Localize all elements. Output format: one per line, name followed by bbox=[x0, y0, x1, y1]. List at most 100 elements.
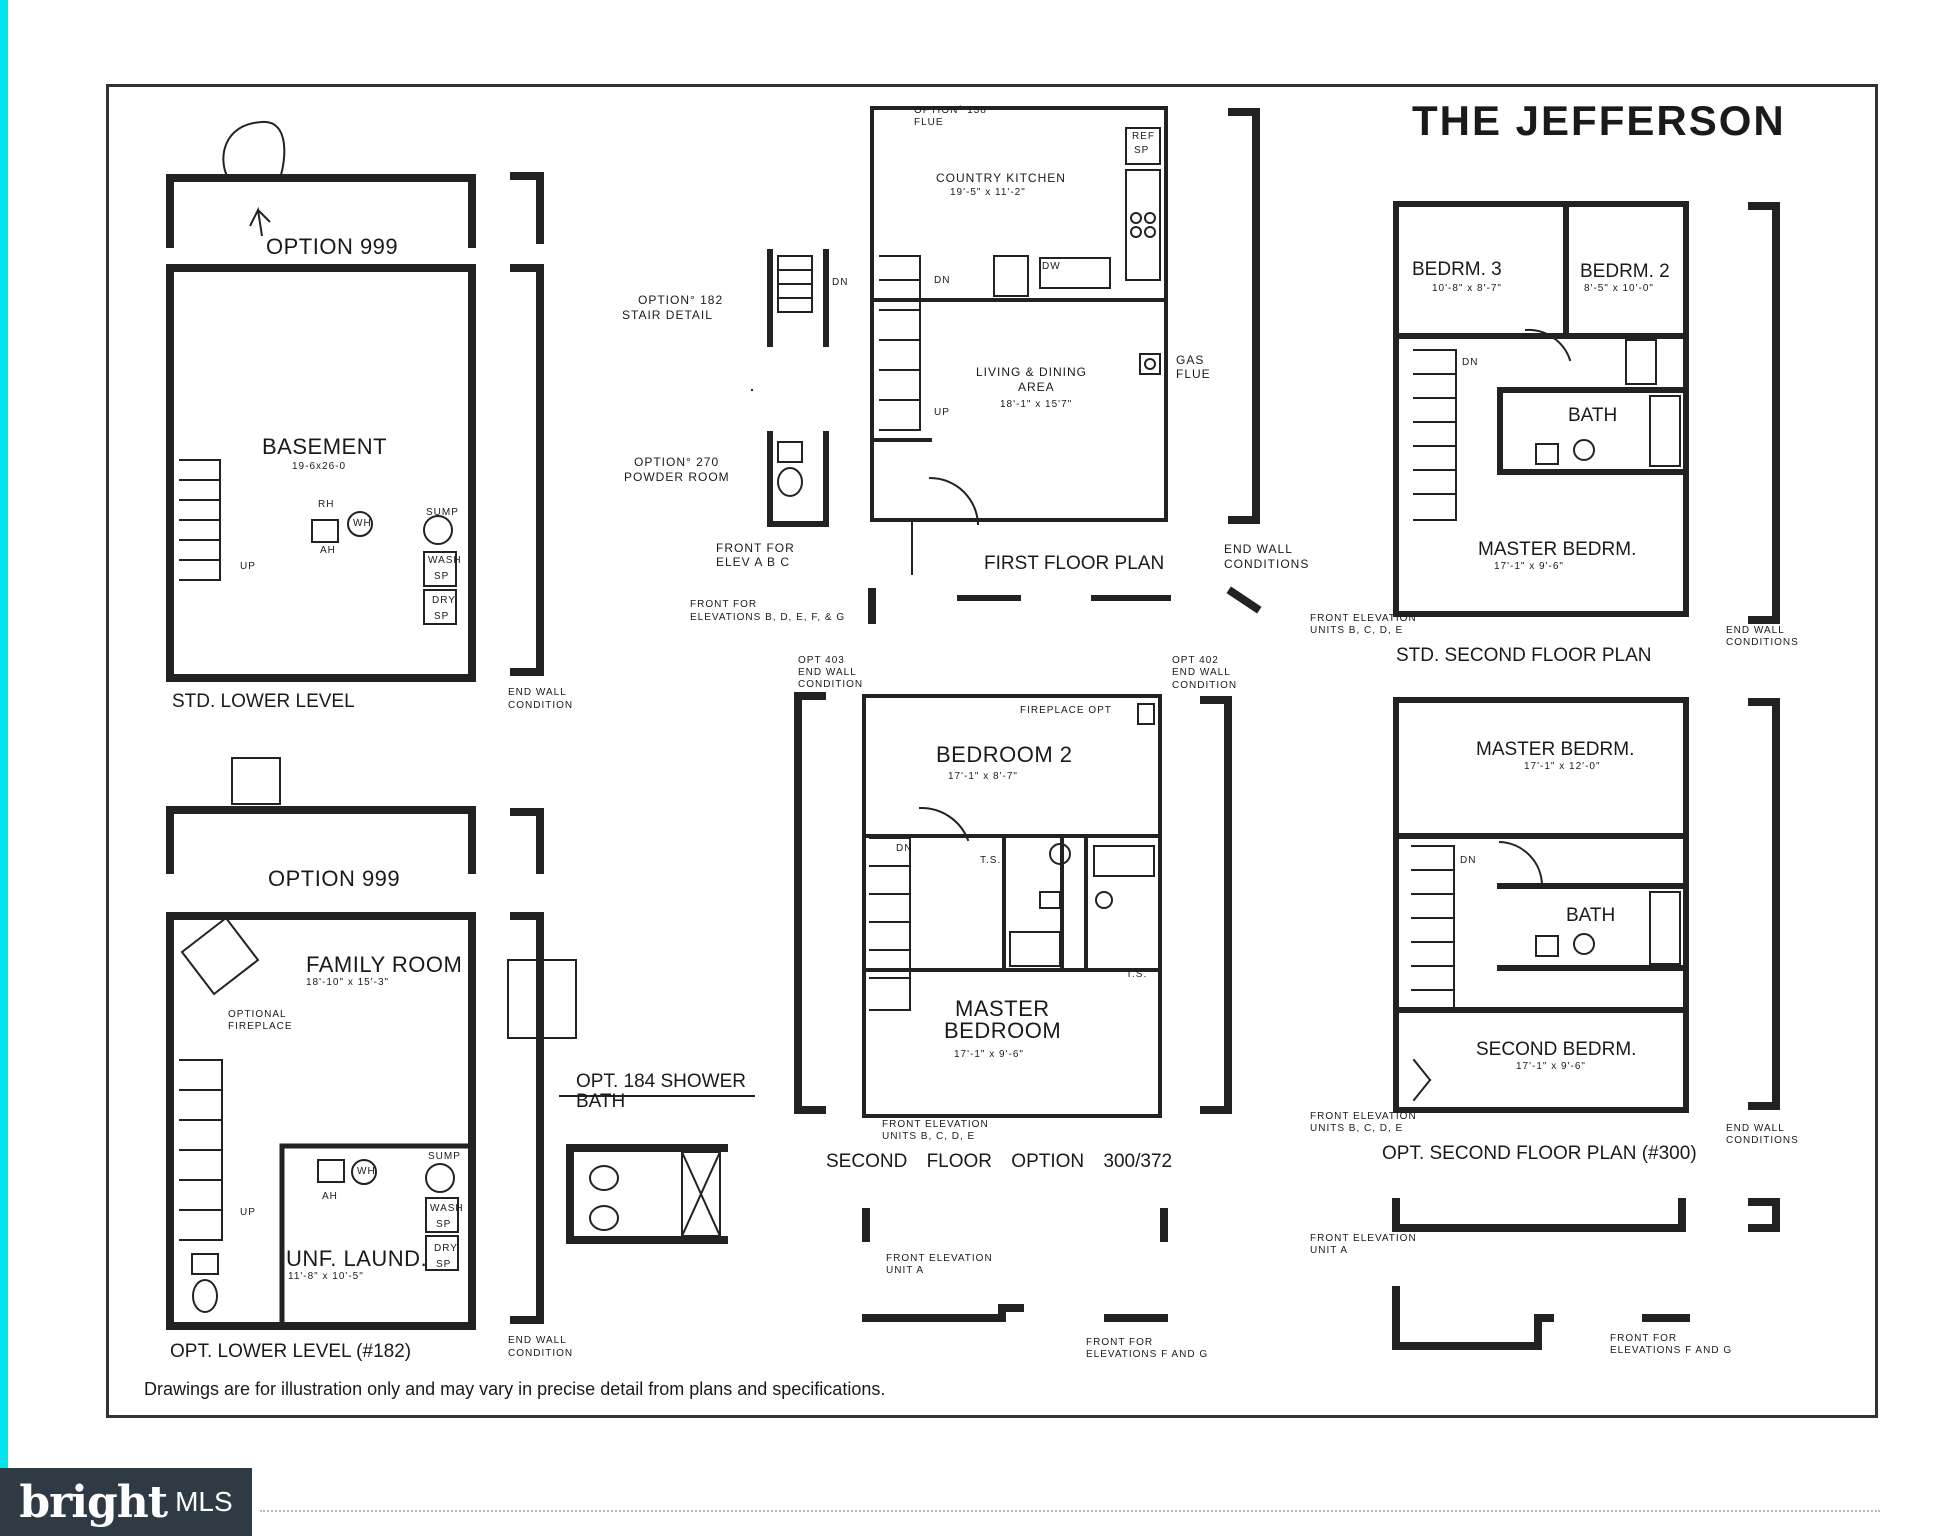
bottom-dotted-rule bbox=[260, 1510, 1880, 1512]
bedroom2-dims: 17'-1" x 8'-7" bbox=[948, 771, 1018, 782]
stair-detail-line1: OPTION° 182 bbox=[638, 293, 724, 307]
opt-lower-condition: CONDITION bbox=[508, 1348, 574, 1359]
stair-detail-dn: DN bbox=[832, 277, 849, 288]
std-bedrm2-label: BEDRM. 2 bbox=[1580, 261, 1670, 282]
second-option-front-line1: FRONT ELEVATION bbox=[882, 1119, 989, 1130]
second-floor-option-caption: SECOND FLOOR OPTION 300/372 bbox=[826, 1151, 1173, 1172]
front-elev-bdefg-line1: FRONT FOR bbox=[690, 599, 758, 610]
disclaimer-text: Drawings are for illustration only and m… bbox=[144, 1379, 886, 1399]
opt300-second-floor-caption: OPT. SECOND FLOOR PLAN (#300) bbox=[1382, 1143, 1697, 1164]
std-dry-label: DRY bbox=[432, 595, 456, 606]
std-master-bedrm-dims: 17'-1" x 9'-6" bbox=[1494, 561, 1564, 572]
second-option-fg-line2: ELEVATIONS F AND G bbox=[1086, 1349, 1209, 1360]
ref-sp-label: SP bbox=[1134, 145, 1150, 156]
left-edge-bar bbox=[0, 0, 8, 1536]
opt-dry-label: DRY bbox=[434, 1243, 458, 1254]
std-master-bedrm-label: MASTER BEDRM. bbox=[1478, 539, 1637, 560]
logo-mls: MLS bbox=[175, 1486, 233, 1517]
std-wh-label: WH bbox=[353, 518, 372, 529]
ref-label: REF bbox=[1132, 131, 1155, 142]
std-up-label: UP bbox=[240, 561, 256, 572]
opt403-line3: CONDITION bbox=[798, 679, 864, 690]
opt402-line2: END WALL bbox=[1172, 667, 1231, 678]
unf-laundry-label: UNF. LAUND. bbox=[286, 1246, 428, 1271]
opt300-dn: DN bbox=[1460, 855, 1477, 866]
opt300-master-bedrm-label: MASTER BEDRM. bbox=[1476, 739, 1635, 760]
opt-lower-option-label: OPTION 999 bbox=[268, 866, 401, 891]
country-kitchen-dims: 19'-5" x 11'-2" bbox=[950, 187, 1026, 198]
powder-room-line2: POWDER ROOM bbox=[624, 470, 730, 484]
opt300-second-bedrm-dims: 17'-1" x 9'-6" bbox=[1516, 1061, 1586, 1072]
ts-label-2: T.S. bbox=[1126, 969, 1148, 980]
first-end-wall-conditions: CONDITIONS bbox=[1224, 557, 1310, 571]
shower-bath-line1: OPT. 184 SHOWER bbox=[576, 1071, 746, 1092]
std-lower-option-label: OPTION 999 bbox=[266, 234, 399, 259]
opt300-bath-label: BATH bbox=[1566, 905, 1616, 926]
opt-ah-label: AH bbox=[322, 1191, 338, 1202]
bright-mls-logo: bright MLS bbox=[0, 1468, 252, 1536]
country-kitchen-label: COUNTRY KITCHEN bbox=[936, 171, 1066, 185]
optional-fireplace-line1: OPTIONAL bbox=[228, 1009, 287, 1020]
front-elev-abc-line2: ELEV A B C bbox=[716, 555, 791, 569]
std-second-floor-walls bbox=[1393, 201, 1689, 617]
master-bedroom-dims: 17'-1" x 9'-6" bbox=[954, 1049, 1024, 1060]
shower-bath-walls bbox=[566, 1144, 728, 1244]
plan-title: THE JEFFERSON bbox=[1412, 97, 1786, 144]
opt-wh-label: WH bbox=[357, 1166, 376, 1177]
opt-dry-sp-label: SP bbox=[436, 1259, 452, 1270]
first-end-wall: END WALL bbox=[1224, 542, 1293, 556]
std-bedrm2-dims: 8'-5" x 10'-0" bbox=[1584, 283, 1654, 294]
living-dining-line2: AREA bbox=[1018, 380, 1055, 394]
second-floor-option-walls bbox=[862, 694, 1162, 1118]
option-flue-line2: FLUE bbox=[914, 117, 944, 128]
opt300-end-wall: END WALL bbox=[1726, 1123, 1785, 1134]
master-bedroom-line1: MASTER bbox=[955, 996, 1050, 1021]
std-rh-label: RH bbox=[318, 499, 335, 510]
std-wash-label: WASH bbox=[428, 555, 462, 566]
std-second-end-wall-conditions: CONDITIONS bbox=[1726, 637, 1799, 648]
std-second-dn: DN bbox=[1462, 357, 1479, 368]
logo-word: bright bbox=[19, 1476, 168, 1528]
first-up-label: UP bbox=[934, 407, 950, 418]
stair-detail-line2: STAIR DETAIL bbox=[622, 308, 713, 322]
basement-dims: 19-6x26-0 bbox=[292, 461, 347, 472]
fireplace-opt-label: FIREPLACE OPT bbox=[1020, 705, 1112, 716]
bedroom2-label: BEDROOM 2 bbox=[936, 742, 1073, 767]
unf-laundry-dims: 11'-8" x 10'-5" bbox=[288, 1271, 364, 1282]
std-lower-level-walls bbox=[166, 172, 544, 682]
opt402-line1: OPT 402 bbox=[1172, 655, 1219, 666]
gas-flue-line2: FLUE bbox=[1176, 367, 1211, 381]
opt403-line2: END WALL bbox=[798, 667, 857, 678]
opt-sump-label: SUMP bbox=[428, 1151, 461, 1162]
first-floor-caption: FIRST FLOOR PLAN bbox=[984, 553, 1165, 574]
basement-room-label: BASEMENT bbox=[262, 434, 388, 459]
front-elev-bdefg-line2: ELEVATIONS B, D, E, F, & G bbox=[690, 612, 846, 623]
opt300-unit-a-line2: UNIT A bbox=[1310, 1245, 1349, 1256]
front-elev-abc-line1: FRONT FOR bbox=[716, 541, 795, 555]
opt-wash-label: WASH bbox=[430, 1203, 464, 1214]
std-ah-label: AH bbox=[320, 545, 336, 556]
opt-up-label: UP bbox=[240, 1207, 256, 1218]
opt-wash-sp-label: SP bbox=[436, 1219, 452, 1230]
drawing-frame bbox=[106, 84, 1878, 1418]
second-option-dn: DN bbox=[896, 843, 913, 854]
second-option-front-line2: UNITS B, C, D, E bbox=[882, 1131, 976, 1142]
opt300-master-bedrm-dims: 17'-1" x 12'-0" bbox=[1524, 761, 1601, 772]
opt402-line3: CONDITION bbox=[1172, 680, 1238, 691]
shower-bath-line2: BATH bbox=[576, 1091, 626, 1112]
std-bedrm3-label: BEDRM. 3 bbox=[1412, 259, 1502, 280]
std-wash-sp-label: SP bbox=[434, 571, 450, 582]
opt-lower-level-caption: OPT. LOWER LEVEL (#182) bbox=[170, 1341, 412, 1362]
std-second-floor-caption: STD. SECOND FLOOR PLAN bbox=[1396, 645, 1652, 666]
opt-lower-end-wall: END WALL bbox=[508, 1335, 567, 1346]
std-bedrm3-dims: 10'-8" x 8'-7" bbox=[1432, 283, 1502, 294]
opt300-second-floor-walls bbox=[1393, 697, 1689, 1113]
std-lower-level-caption: STD. LOWER LEVEL bbox=[172, 691, 355, 712]
opt300-fg-line2: ELEVATIONS F AND G bbox=[1610, 1345, 1733, 1356]
std-lower-condition: CONDITION bbox=[508, 700, 574, 711]
std-second-front-line1: FRONT ELEVATION bbox=[1310, 613, 1417, 624]
arrow-icon bbox=[249, 206, 271, 237]
first-floor-walls bbox=[870, 106, 1168, 522]
second-option-fg-line1: FRONT FOR bbox=[1086, 1337, 1154, 1348]
